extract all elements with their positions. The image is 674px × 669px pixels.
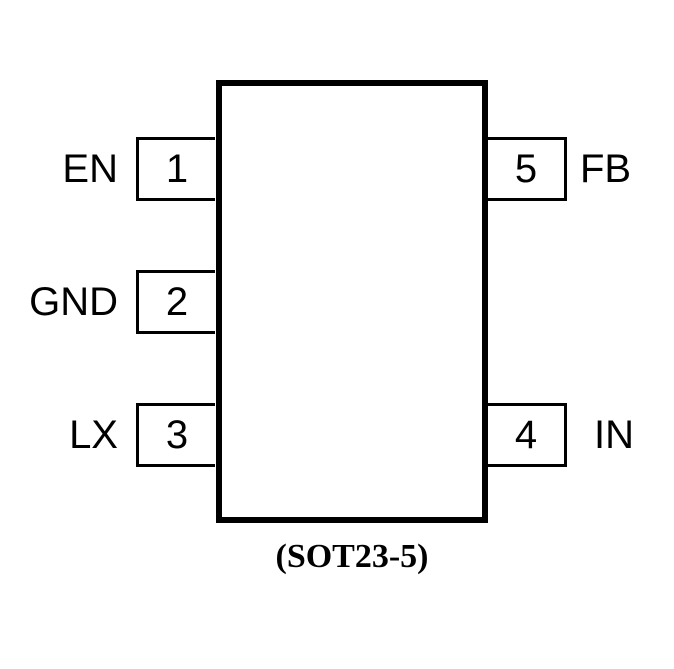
pin-5: 5 bbox=[488, 137, 567, 201]
pin-2: 2 bbox=[136, 270, 215, 334]
pin-2-label: GND bbox=[29, 280, 118, 324]
pin-3-label: LX bbox=[69, 413, 118, 457]
pin-5-label: FB bbox=[580, 147, 632, 191]
pin-4-label: IN bbox=[594, 413, 634, 457]
ic-body bbox=[216, 80, 488, 523]
package-label: (SOT23-5) bbox=[275, 538, 429, 575]
pin-4: 4 bbox=[488, 403, 567, 467]
pin-1-label: EN bbox=[62, 147, 118, 191]
pin-1: 1 bbox=[136, 137, 215, 201]
pin-3: 3 bbox=[136, 403, 215, 467]
